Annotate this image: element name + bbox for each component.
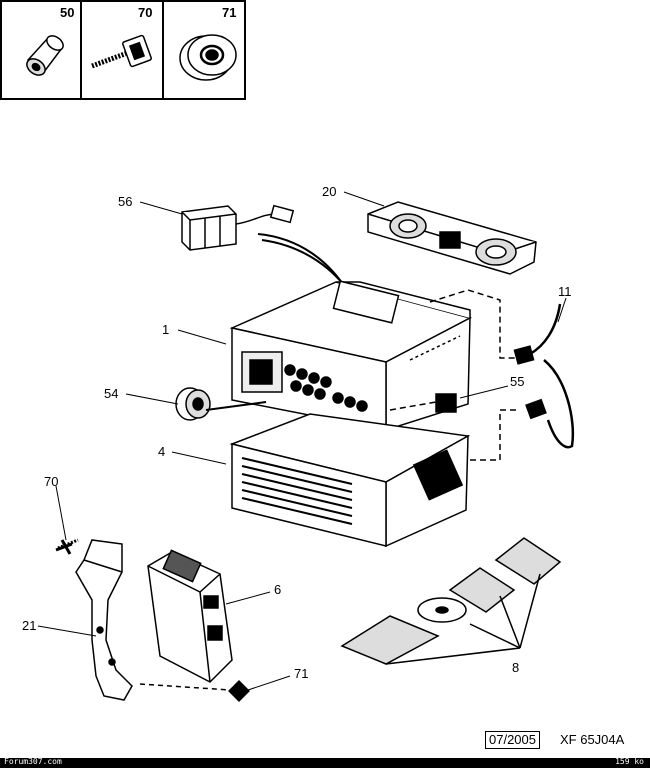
callout-1: 1 [162, 322, 169, 337]
footer-bar: Forum307.com 159 ko [0, 757, 650, 768]
file-size: 159 ko [615, 757, 644, 766]
wiring-connectors [389, 289, 575, 461]
thumbnail-strip [0, 0, 246, 100]
thumbnail-number-71: 71 [222, 5, 236, 20]
callout-56: 56 [118, 194, 132, 209]
radio-head-unit [229, 280, 473, 432]
callout-6: 6 [274, 582, 281, 597]
callout-55: 55 [510, 374, 524, 389]
callout-54: 54 [104, 386, 118, 401]
leader-lines [37, 191, 567, 691]
grommet-icon [179, 34, 237, 81]
callout-21: 21 [22, 618, 36, 633]
callout-71: 71 [294, 666, 308, 681]
document-reference: XF 65J04A [560, 732, 625, 747]
thumbnail-number-70: 70 [138, 5, 152, 20]
thumbnail-number-50: 50 [60, 5, 74, 20]
callout-4: 4 [158, 444, 165, 459]
plug-icon [26, 35, 64, 76]
battery-pack [181, 204, 353, 297]
media-discs [340, 537, 562, 665]
callout-11: 11 [558, 284, 572, 299]
site-name: Forum307.com [4, 757, 62, 766]
screw-icon [91, 34, 152, 69]
speaker-bracket [367, 201, 537, 275]
revision-date: 07/2005 [485, 731, 540, 749]
callout-20: 20 [322, 184, 336, 199]
mounting-bracket [55, 538, 133, 701]
callout-70: 70 [44, 474, 58, 489]
callout-8: 8 [512, 660, 519, 675]
amplifier-module [139, 549, 250, 702]
cd-changer-unit [229, 413, 471, 548]
rotary-knob [175, 387, 267, 421]
